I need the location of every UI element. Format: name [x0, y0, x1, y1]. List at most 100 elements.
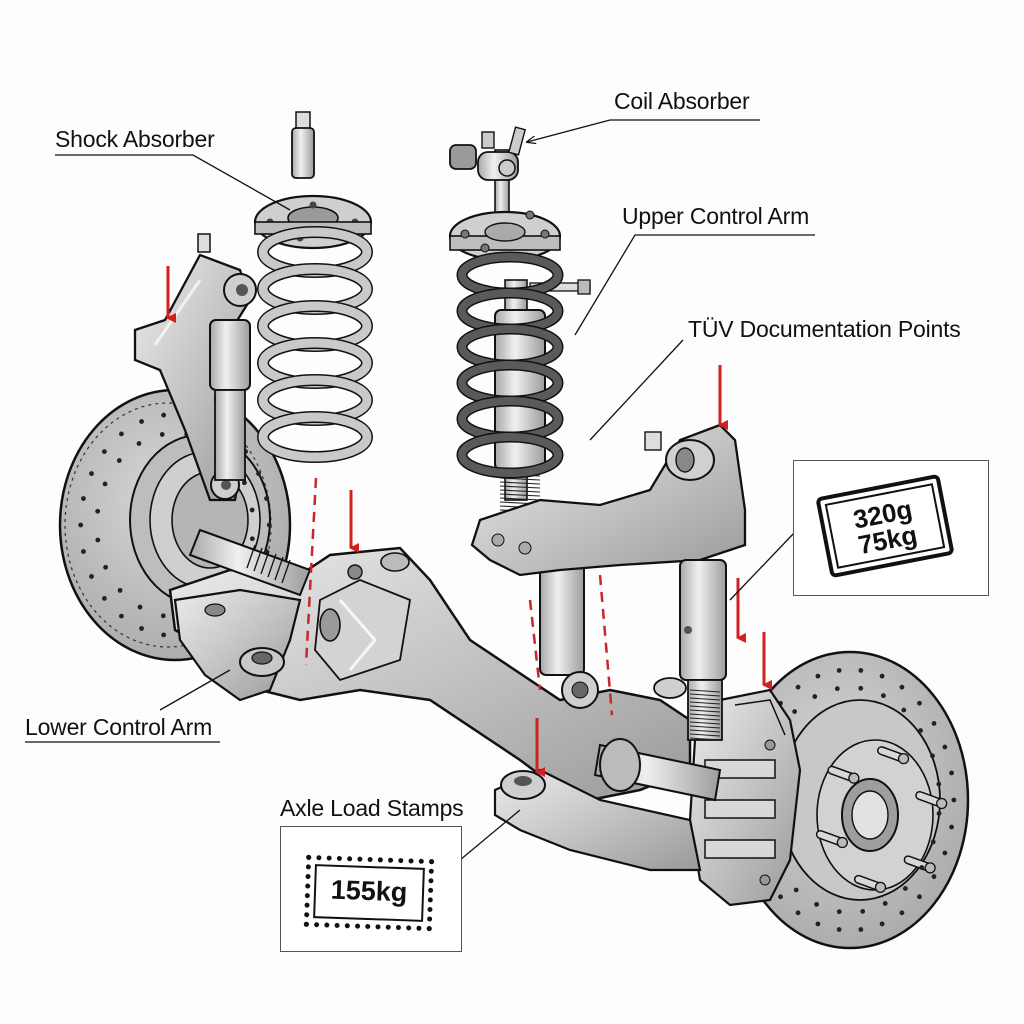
drill-hole [881, 693, 886, 699]
axle-beam [168, 546, 692, 802]
leader-axle-load [459, 809, 521, 861]
drill-hole [793, 887, 799, 893]
wheel-stud-end [836, 836, 848, 849]
drill-hole [778, 894, 783, 900]
red-dashed-guide [304, 477, 318, 666]
tuv-stamp-callout: 320g 75kg [793, 460, 989, 596]
drill-hole [931, 874, 937, 879]
right-upper-arm [470, 423, 747, 741]
leader-coil-absorber [527, 119, 760, 142]
drill-hole [879, 673, 885, 679]
drill-hole [161, 632, 167, 638]
drill-hole [81, 549, 86, 554]
drill-hole [102, 596, 107, 601]
drill-hole [919, 865, 925, 870]
thread-line [499, 493, 541, 497]
drill-hole [795, 684, 801, 690]
thread-line [499, 481, 541, 485]
drill-hole [917, 894, 922, 900]
tuv-stamp: 320g 75kg [815, 473, 955, 579]
thread-line [689, 721, 721, 725]
thread-line [689, 713, 721, 717]
leader-shock-absorber [55, 154, 291, 211]
drill-hole [814, 901, 819, 907]
drill-hole [137, 604, 143, 610]
drill-hole [81, 496, 86, 501]
left-drive-shaft [188, 528, 312, 597]
label-axle-load-stamps: Axle Load Stamps [280, 795, 464, 821]
thread-line [689, 725, 721, 729]
drill-hole [119, 613, 124, 619]
drill-hole [930, 753, 935, 759]
wheel-stud-end [924, 862, 936, 874]
label-lower-control-arm: Lower Control Arm [25, 714, 213, 740]
drill-hole [836, 668, 842, 673]
leader-upper-control-arm [574, 234, 815, 336]
drill-hole [136, 441, 142, 446]
shock-top-nut [291, 111, 315, 179]
thread-line [689, 705, 721, 709]
label-upper-control-arm: Upper Control Arm [622, 203, 810, 229]
thread-line [499, 489, 541, 493]
lower-rear-arm [493, 677, 702, 872]
drill-hole [103, 564, 108, 570]
drill-hole [949, 824, 954, 830]
coil-turn [258, 412, 372, 462]
red-arrows [166, 266, 772, 777]
right-drive-shaft [593, 738, 722, 802]
drill-hole [949, 770, 954, 776]
drill-hole [117, 587, 123, 593]
drill-hole [159, 432, 165, 437]
drill-hole [139, 419, 144, 424]
leader-lines [25, 119, 815, 861]
thread-line [689, 737, 721, 741]
wheel-studs [815, 746, 948, 894]
drill-hole [918, 728, 923, 733]
drill-hole [89, 471, 94, 476]
drill-hole [882, 901, 888, 906]
drill-hole [139, 626, 144, 631]
leader-lower-control-arm [159, 669, 231, 711]
axle-load-stamp-callout: 155kg [280, 826, 462, 952]
thread-line [689, 693, 721, 697]
drill-hole [242, 480, 247, 486]
drill-hole [836, 909, 842, 915]
label-tuv-documentation-points: TÜV Documentation Points [688, 316, 961, 342]
drill-hole [917, 700, 922, 706]
thread-line [689, 733, 721, 737]
drill-hole [795, 910, 801, 916]
drill-hole [858, 927, 864, 932]
drill-hole [834, 686, 840, 692]
thread-line [499, 485, 541, 489]
drill-hole [89, 574, 94, 579]
drill-hole [936, 811, 942, 816]
drill-hole [249, 507, 255, 513]
drill-hole [161, 412, 167, 418]
drill-hole [942, 850, 948, 856]
drill-hole [951, 797, 957, 803]
drill-hole [264, 496, 269, 501]
thread-line [689, 689, 721, 693]
thread-line [689, 709, 721, 713]
drill-hole [899, 910, 905, 916]
thread-line [689, 697, 721, 701]
drill-hole [792, 709, 798, 714]
drill-hole [95, 508, 101, 514]
drill-hole [95, 537, 101, 543]
red-dashed-guides [304, 477, 614, 716]
drill-hole [860, 908, 866, 914]
drill-hole [931, 721, 937, 726]
drill-hole [78, 522, 84, 528]
lower-control-arm-part [173, 588, 302, 702]
drill-hole [116, 458, 122, 463]
leader-tuv-box [729, 531, 796, 601]
drill-hole [879, 921, 885, 927]
leader-tuv [589, 339, 684, 441]
thread-line [689, 717, 721, 721]
drill-hole [858, 685, 864, 691]
wheel-stud-end [936, 797, 948, 810]
axle-load-stamp-value: 155kg [330, 874, 408, 908]
brake-caliper [688, 688, 802, 907]
drill-hole [942, 744, 948, 750]
thread-line [689, 729, 721, 733]
